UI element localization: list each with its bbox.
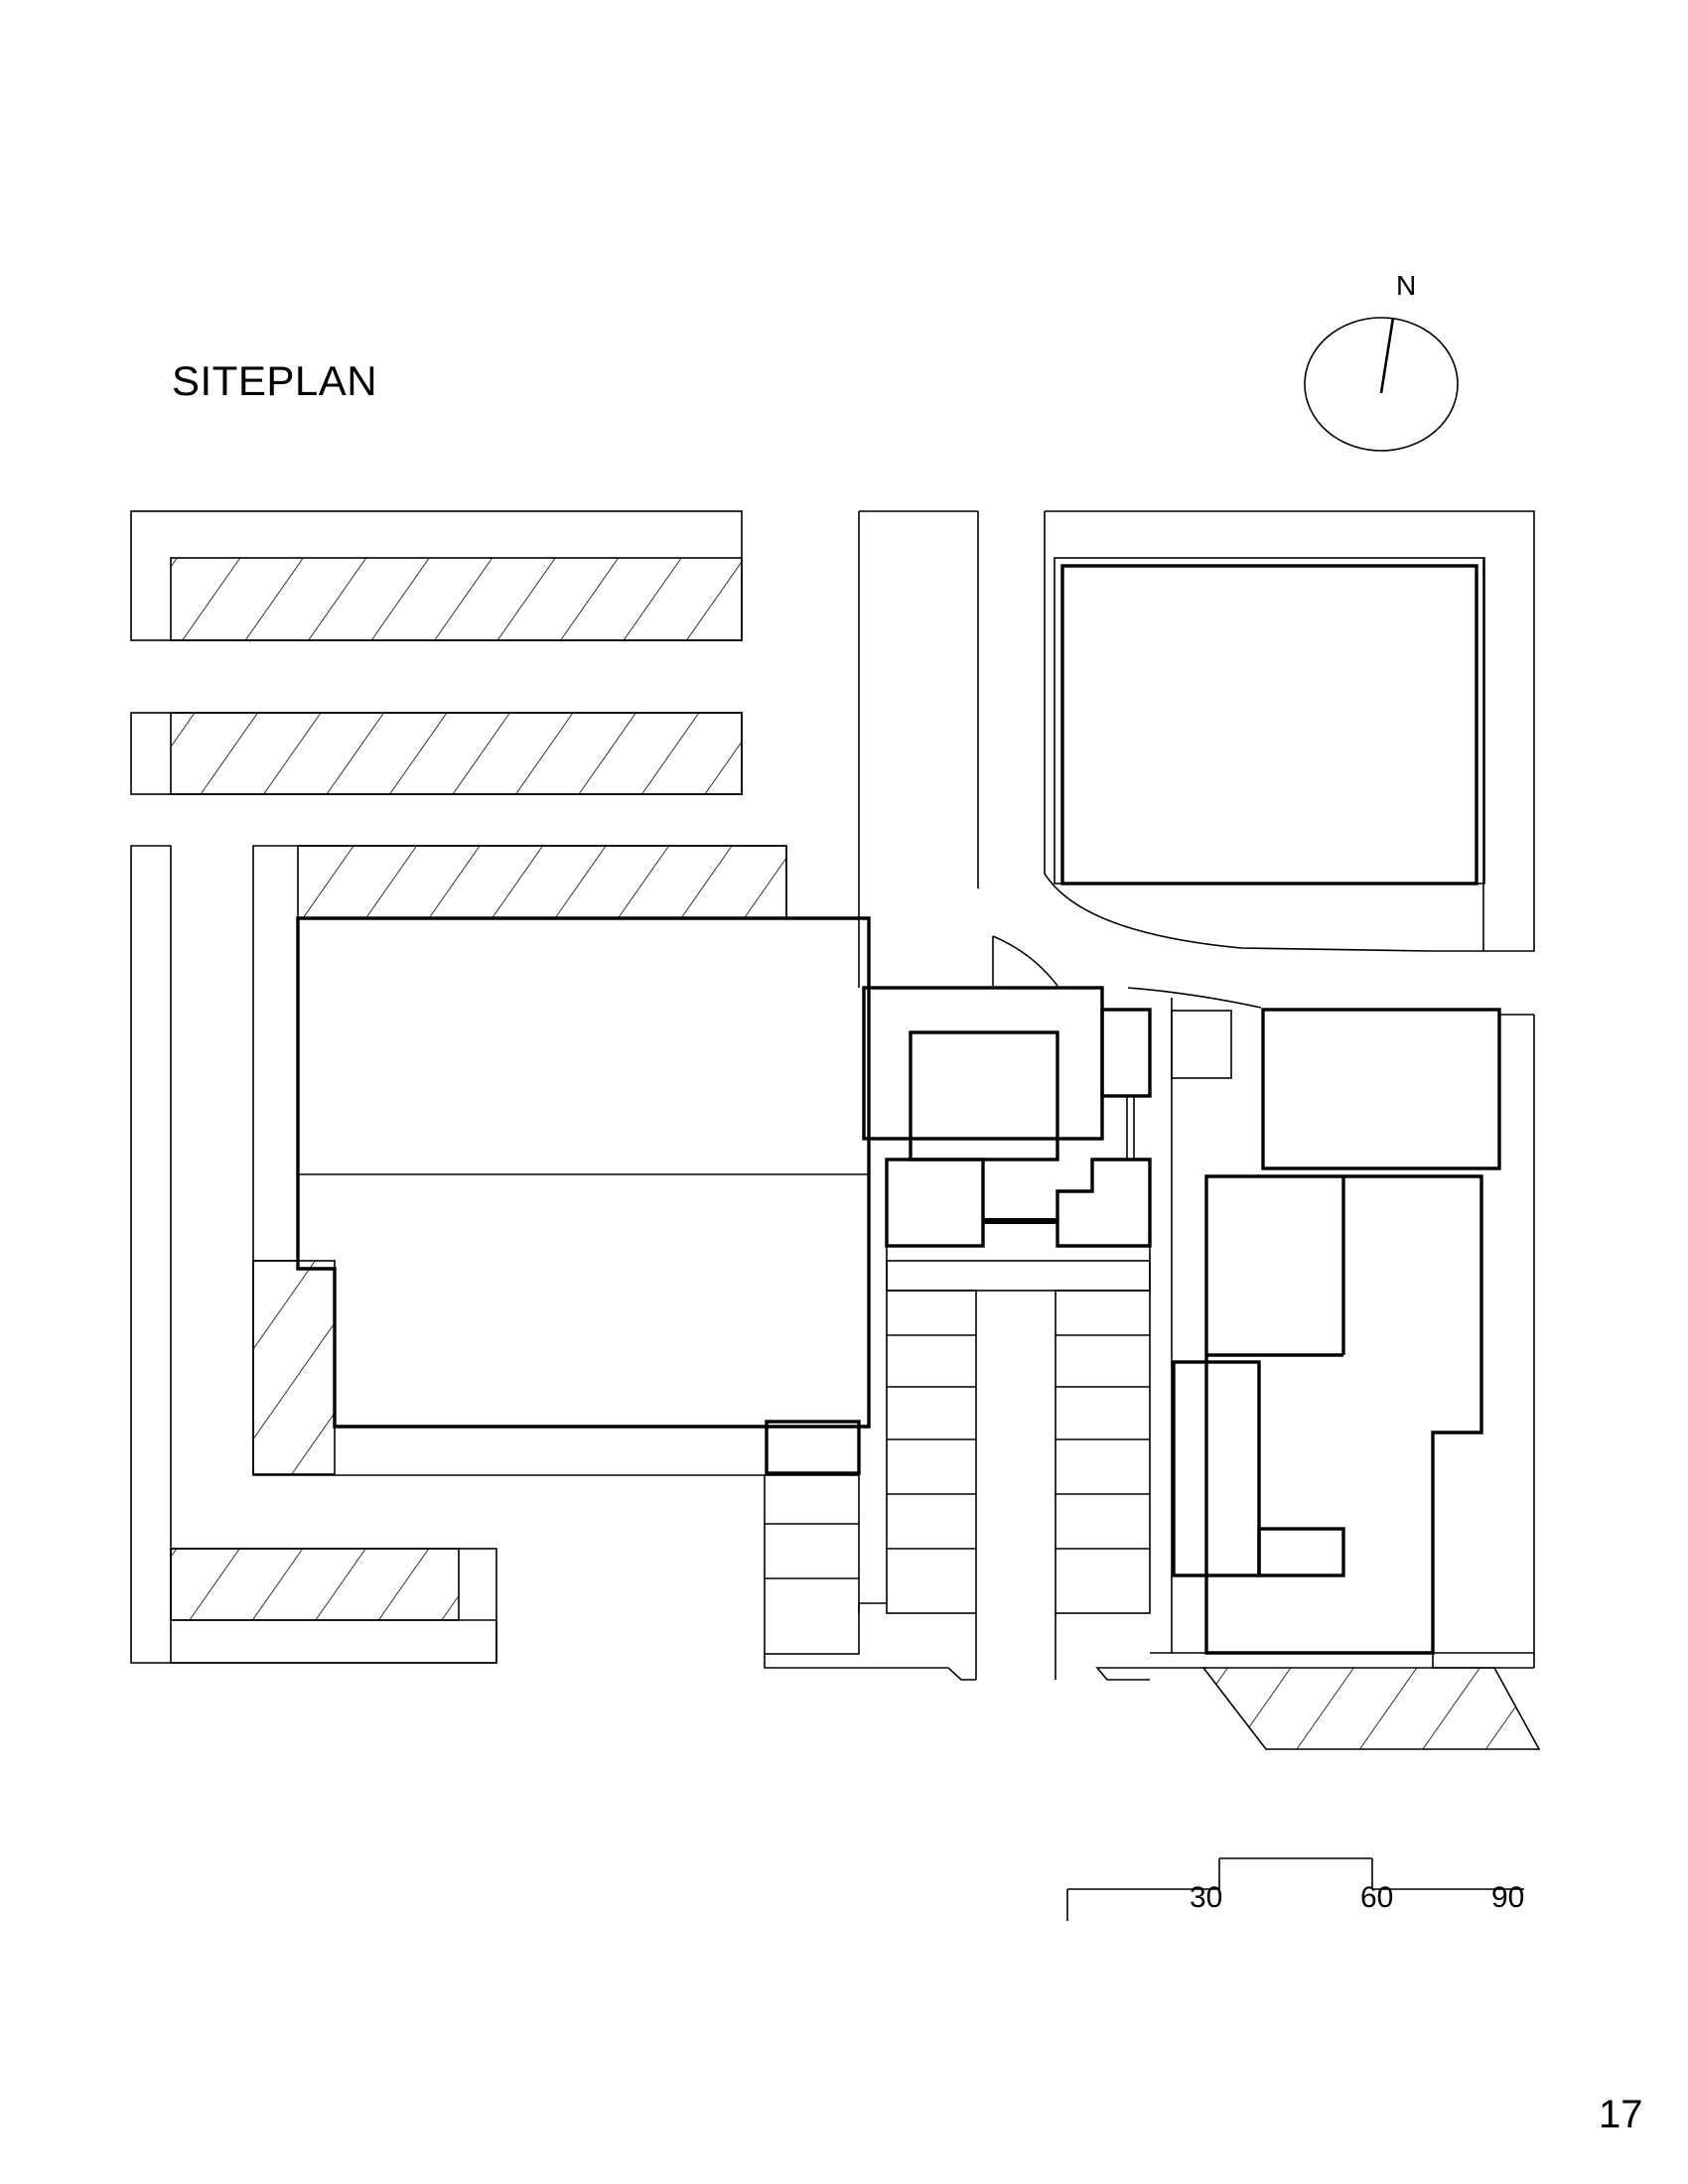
main-building [296, 916, 871, 1475]
page-title: SITEPLAN [172, 357, 378, 404]
central-road [858, 510, 1058, 988]
parking-bottom-left [170, 1548, 497, 1664]
right-cluster [1095, 987, 1535, 1681]
main-building-surround [252, 845, 787, 1476]
top-right-block [1044, 510, 1535, 952]
north-label: N [1396, 270, 1417, 301]
parking-bottom-right [1201, 1667, 1541, 1750]
scale-label-90: 90 [1491, 1881, 1525, 1914]
north-arrow-icon [1304, 317, 1459, 452]
page-number: 17 [1599, 2093, 1643, 2136]
scale-bar [1066, 1857, 1524, 1921]
parking-row-top [130, 510, 743, 641]
central-cluster [862, 986, 1152, 1292]
scale-label-30: 30 [1190, 1881, 1223, 1914]
parking-stalls-center-right [1055, 1290, 1151, 1680]
left-strip [130, 845, 497, 1664]
parking-row-second [130, 712, 743, 795]
scale-label-60: 60 [1360, 1881, 1394, 1914]
parking-stalls-lower-left [764, 1474, 976, 1681]
parking-stalls-center-left [886, 1290, 977, 1680]
